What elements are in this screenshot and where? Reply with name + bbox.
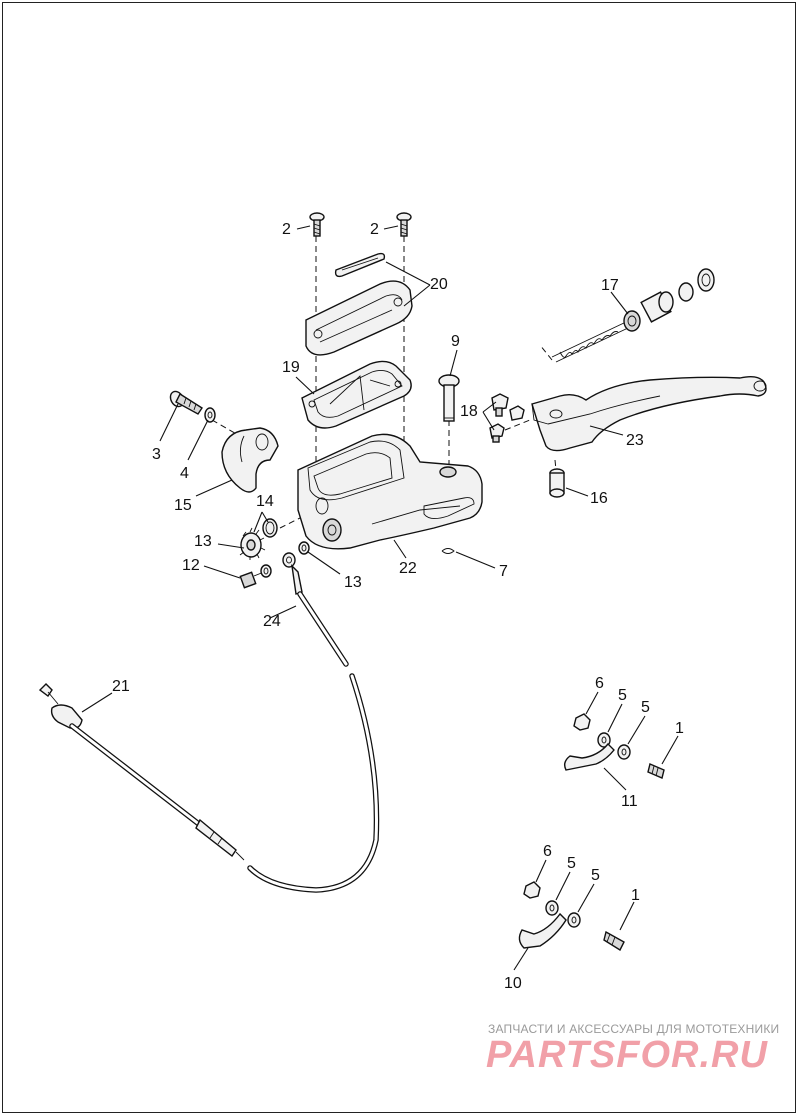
- callout-4: 4: [180, 465, 189, 482]
- clamp-bolt: [169, 390, 203, 415]
- watermark-caption: ЗАПЧАСТИ И АКСЕССУАРЫ ДЛЯ МОТОТЕХНИКИ: [488, 1022, 780, 1036]
- callout-14: 14: [256, 493, 274, 510]
- banjo-bolt: [239, 571, 265, 589]
- callout-10: 10: [504, 975, 522, 992]
- callout-21: 21: [112, 678, 130, 695]
- callout-6-lower: 6: [543, 843, 552, 860]
- line-bracket-upper: [563, 713, 665, 779]
- sealing-washer-left: [260, 564, 272, 578]
- callout-13-right: 13: [344, 574, 362, 591]
- sealing-washer-right: [298, 541, 310, 555]
- hydraulic-clutch-line: [247, 552, 380, 893]
- lever-pivot-pin: [438, 374, 460, 422]
- callout-1-lower: 1: [631, 887, 640, 904]
- callout-11: 11: [621, 793, 638, 810]
- callout-20: 20: [430, 276, 448, 293]
- switch-o-ring: [262, 518, 278, 538]
- callout-5-upper-a: 5: [618, 687, 627, 704]
- cover-screw-left: [309, 212, 325, 237]
- retaining-clip: [441, 548, 455, 554]
- handlebar-clamp: [221, 427, 279, 493]
- callout-1-upper: 1: [675, 720, 684, 737]
- callout-3: 3: [152, 446, 161, 463]
- slave-cylinder-hose-end: [38, 683, 245, 861]
- watermark-logo: PARTSFOR.RU: [486, 1034, 768, 1076]
- callout-12: 12: [182, 557, 200, 574]
- callout-13-left: 13: [194, 533, 212, 550]
- callout-5-lower-b: 5: [591, 867, 600, 884]
- interlock-switch: [239, 527, 266, 560]
- callout-16: 16: [590, 490, 608, 507]
- master-cylinder-housing: [297, 433, 483, 550]
- cover-gasket: [301, 360, 412, 429]
- line-bracket-lower: [518, 881, 625, 952]
- cover-screw-right: [396, 212, 412, 237]
- clutch-lever: [531, 375, 767, 452]
- callout-2-right: 2: [370, 221, 379, 238]
- callout-9: 9: [451, 333, 460, 350]
- callout-numbers: 2 2 20 17 9 19 18 3 4 15 14 23 16 13 12 …: [112, 221, 684, 992]
- reservoir-cover-assembly: [305, 252, 413, 356]
- lever-bushing: [549, 468, 565, 498]
- callout-2-left: 2: [282, 221, 291, 238]
- callout-5-upper-b: 5: [641, 699, 650, 716]
- callout-18: 18: [460, 403, 478, 420]
- lever-adjust-screws: [489, 393, 525, 443]
- callout-24: 24: [263, 613, 281, 630]
- callout-15: 15: [174, 497, 192, 514]
- callout-17: 17: [601, 277, 619, 294]
- piston-assembly: [551, 268, 715, 363]
- clamp-washer: [204, 407, 216, 423]
- callout-22: 22: [399, 560, 417, 577]
- callout-19: 19: [282, 359, 300, 376]
- callout-6-upper: 6: [595, 675, 604, 692]
- callout-leader-lines: [81, 225, 679, 971]
- callout-5-lower-a: 5: [567, 855, 576, 872]
- callout-7: 7: [499, 563, 508, 580]
- callout-23: 23: [626, 432, 644, 449]
